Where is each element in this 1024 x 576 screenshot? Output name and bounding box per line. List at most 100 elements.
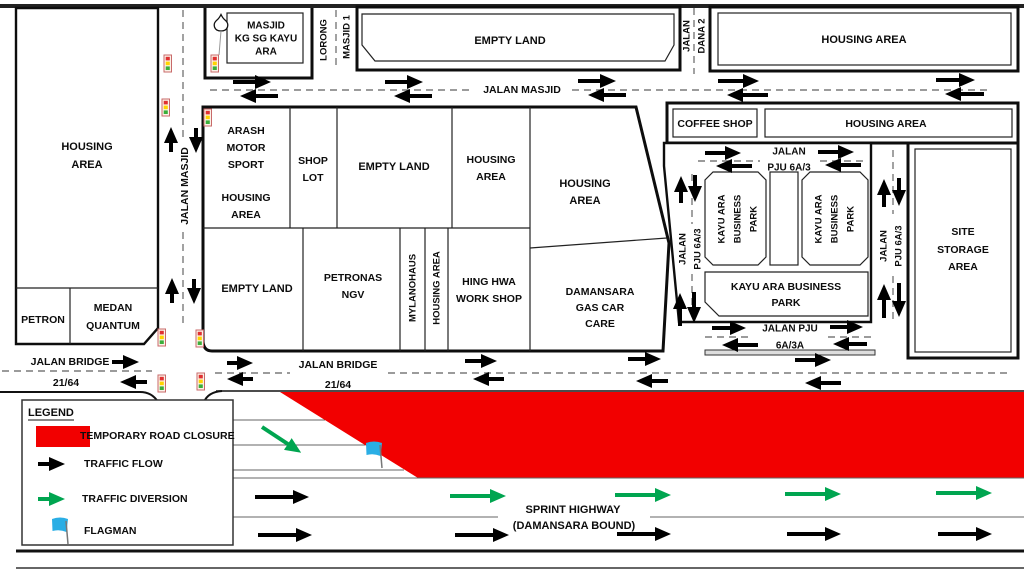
- label-masjid: MASJID: [247, 21, 285, 32]
- legend-closure-label: TEMPORARY ROAD CLOSURE: [80, 430, 235, 442]
- label-pju6a3-right: PJU 6A/3: [894, 225, 905, 266]
- road-jalan-dana-2: JALAN DANA 2: [682, 8, 708, 74]
- label-mylanohaus: MYLANOHAUS: [408, 254, 419, 322]
- label-arash-motor-sport: ARASH: [227, 125, 264, 137]
- traffic-light-icon: [196, 372, 205, 391]
- label-kayu-park-2: PARK: [846, 206, 857, 232]
- label-shop-lot: SHOP: [298, 155, 328, 167]
- label-kayu-park-h: KAYU ARA BUSINESS: [731, 281, 841, 293]
- label-kayu-park-2: KAYU ARA: [814, 194, 825, 243]
- label-site-storage: SITE: [951, 226, 974, 238]
- traffic-diversion-arrows: [260, 425, 992, 503]
- label-empty-land-north: EMPTY LAND: [474, 35, 545, 47]
- label-jalan-masjid-h: JALAN MASJID: [483, 84, 561, 96]
- dome-pole: [218, 30, 222, 56]
- flagman-icon: [365, 440, 383, 469]
- legend-flow-label: TRAFFIC FLOW: [84, 458, 163, 470]
- road-pju6a3a: JALAN PJU 6A/3A: [704, 324, 876, 356]
- traffic-light-icon: [157, 328, 166, 347]
- label-bridge-left: 21/64: [53, 377, 79, 389]
- label-housing-northeast: HOUSING AREA: [821, 34, 906, 46]
- traffic-light-icon: [195, 329, 204, 348]
- traffic-light-icon: [203, 108, 212, 127]
- label-masjid: ARA: [255, 47, 277, 58]
- closure-swatch: [36, 426, 90, 447]
- traffic-light-icon: [157, 374, 166, 393]
- label-housing-west: HOUSING: [61, 141, 112, 153]
- block-kayu-park-2: [801, 171, 869, 266]
- label-arash-motor-sport: MOTOR: [227, 142, 266, 154]
- label-kayu-park-1: KAYU ARA: [717, 194, 728, 243]
- label-arash-housing-area: HOUSING: [221, 192, 270, 204]
- label-kayu-park-h: PARK: [772, 297, 801, 309]
- label-housing-strip: HOUSING AREA: [432, 251, 443, 325]
- label-lorong-masjid: MASJID 1: [342, 14, 353, 59]
- label-arash-motor-sport: SPORT: [228, 159, 265, 171]
- label-bridge-right: 21/64: [325, 379, 351, 391]
- label-housing-center1: AREA: [476, 171, 506, 183]
- block-kayu-middle: [769, 171, 799, 266]
- label-empty-land-center: EMPTY LAND: [358, 161, 429, 173]
- label-lorong-masjid: LORONG: [319, 19, 330, 61]
- label-pju6a3a: 6A/3A: [776, 341, 804, 352]
- label-jalan-masjid-v: JALAN MASJID: [179, 147, 191, 225]
- label-hing-hwa: HING HWA: [462, 276, 516, 288]
- block-kayu-park-h: [704, 271, 869, 317]
- mosque-dome-icon: [213, 12, 229, 32]
- block-central-group: ARASH MOTOR SPORT HOUSING AREA SHOP LOT …: [201, 105, 671, 353]
- label-housing-center2: AREA: [569, 195, 600, 207]
- label-pju6a3-top: JALAN: [772, 147, 805, 158]
- label-damansara-gas: GAS CAR: [576, 302, 625, 314]
- label-pju6a3-left: PJU 6A/3: [693, 228, 704, 269]
- label-housing-east: HOUSING AREA: [845, 118, 927, 130]
- road-jalan-masjid-vertical: JALAN MASJID: [179, 10, 191, 328]
- block-masjid: MASJID KG SG KAYU ARA: [203, 8, 314, 80]
- traffic-light-icon: [163, 54, 172, 73]
- label-arash-housing-area: AREA: [231, 209, 261, 221]
- traffic-light-icon: [210, 54, 219, 73]
- label-bridge-right: JALAN BRIDGE: [299, 359, 378, 371]
- label-medan-quantum: QUANTUM: [86, 320, 140, 332]
- block-coffee-row: COFFEE SHOP HOUSING AREA: [665, 101, 1020, 145]
- label-petronas-ngv: PETRONAS: [324, 272, 382, 284]
- label-damansara-gas: DAMANSARA: [566, 286, 635, 298]
- label-kayu-park-1: PARK: [749, 206, 760, 232]
- legend: LEGEND TEMPORARY ROAD CLOSURE TRAFFIC FL…: [21, 399, 235, 546]
- diversion-arrow: [260, 425, 302, 453]
- label-empty-land-south: EMPTY LAND: [221, 283, 292, 295]
- label-pju6a3a: JALAN PJU: [762, 324, 818, 335]
- sprint-highway: SPRINT HIGHWAY (DAMANSARA BOUND): [16, 392, 1024, 569]
- road-lorong-masjid-1: LORONG MASJID 1: [319, 10, 353, 70]
- label-housing-center2: HOUSING: [559, 178, 610, 190]
- traffic-light-icon: [161, 98, 170, 117]
- legend-diversion-label: TRAFFIC DIVERSION: [82, 493, 188, 505]
- label-shop-lot: LOT: [303, 172, 325, 184]
- label-jalan-dana: JALAN: [682, 20, 693, 52]
- road-jalan-bridge-left: JALAN BRIDGE 21/64: [2, 356, 152, 389]
- temporary-road-closure-area: [280, 392, 1024, 478]
- label-petronas-ngv: NGV: [342, 289, 365, 301]
- label-kayu-park-2: BUSINESS: [830, 195, 841, 244]
- block-kayu-park-1: [704, 171, 767, 266]
- label-pju6a3-right: JALAN: [879, 230, 890, 262]
- label-pju6a3-left: JALAN: [678, 233, 689, 265]
- label-kayu-park-1: BUSINESS: [733, 195, 744, 244]
- road-median-bar: [704, 349, 876, 356]
- traffic-flow-arrows: [112, 73, 992, 542]
- block-housing-west: HOUSING AREA PETRON MEDAN QUANTUM: [14, 6, 160, 346]
- label-damansara-gas: CARE: [585, 318, 615, 330]
- road-jalan-masjid-horizontal: JALAN MASJID: [210, 84, 988, 96]
- label-site-storage: AREA: [948, 261, 978, 273]
- label-pju6a3-top: PJU 6A/3: [767, 163, 811, 174]
- label-masjid: KG SG KAYU: [235, 34, 297, 45]
- label-housing-center1: HOUSING: [466, 154, 515, 166]
- label-coffee-shop: COFFEE SHOP: [677, 118, 752, 130]
- legend-flagman-label: FLAGMAN: [84, 525, 137, 537]
- label-housing-west: AREA: [71, 159, 102, 171]
- label-petron: PETRON: [21, 314, 65, 326]
- label-sprint-highway: (DAMANSARA BOUND): [513, 520, 636, 532]
- label-site-storage: STORAGE: [937, 244, 989, 256]
- legend-title: LEGEND: [28, 407, 74, 419]
